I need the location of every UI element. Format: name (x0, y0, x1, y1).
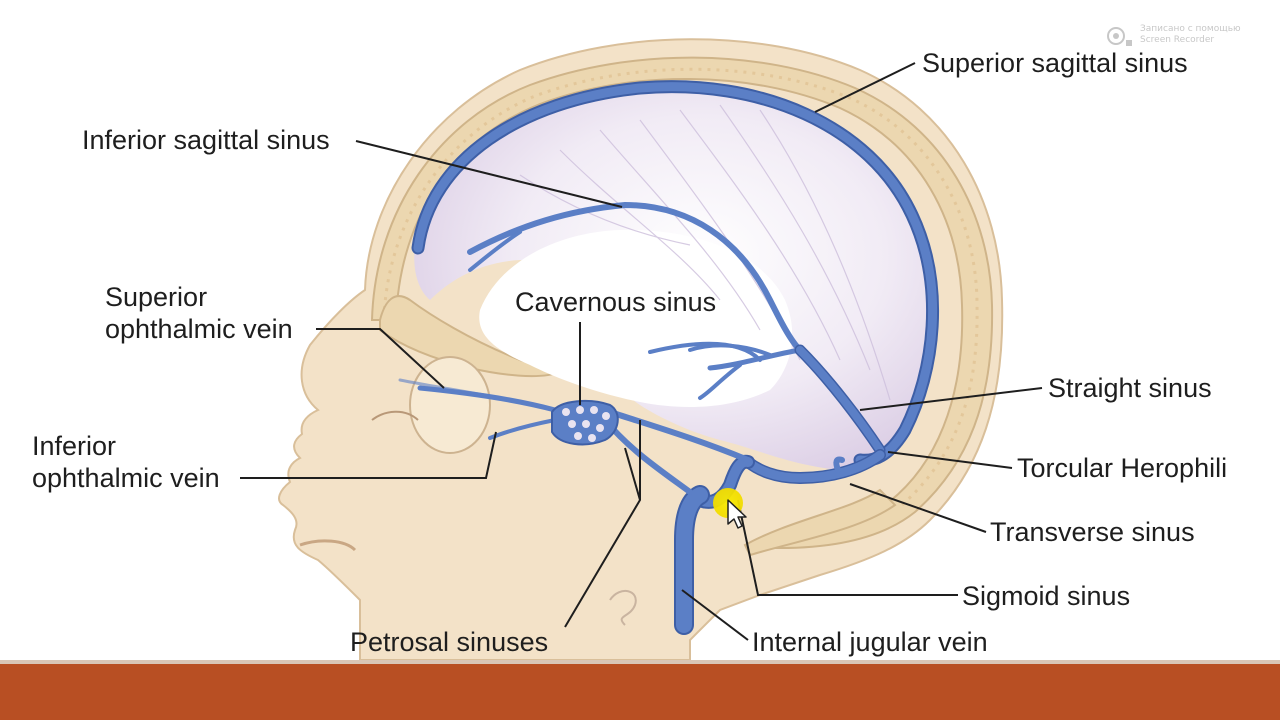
leader-torcular (887, 451, 1013, 469)
label-inferior-ophthalmic-vein-line2: ophthalmic vein (32, 463, 220, 493)
slide-footer-bar (0, 664, 1280, 720)
cavernous-sinus-plexus (551, 400, 619, 446)
leader-internal-jugular (681, 589, 749, 641)
label-inferior-ophthalmic-vein-line1: Inferior (32, 431, 116, 461)
falx-fibers (519, 104, 891, 401)
leader-superior-ophthalmic (316, 328, 445, 389)
label-superior-sagittal-sinus: Superior sagittal sinus (922, 48, 1188, 78)
inferior-sagittal-sinus-branch (468, 230, 522, 272)
leader-petrosal-2 (624, 447, 641, 501)
mouse-pointer-icon (727, 499, 747, 529)
label-sigmoid-sinus: Sigmoid sinus (962, 581, 1130, 611)
label-superior-ophthalmic-vein-line2: ophthalmic vein (105, 314, 293, 344)
leader-sigmoid (737, 499, 958, 596)
inferior-sagittal-sinus-vessel (467, 202, 803, 353)
transverse-sinus-lumen (743, 450, 885, 483)
sigmoid-sinus-lumen (695, 456, 753, 507)
eyelid (371, 410, 419, 421)
label-straight-sinus: Straight sinus (1048, 373, 1212, 403)
leader-straight-sinus (859, 387, 1043, 411)
ear-hint (609, 590, 637, 626)
label-cavernous-sinus: Cavernous sinus (515, 287, 716, 317)
cursor-highlight (713, 488, 747, 529)
deep-cerebral-veins (648, 341, 803, 400)
label-inferior-sagittal-sinus: Inferior sagittal sinus (82, 125, 330, 155)
eyeball (409, 356, 491, 454)
recorder-watermark: Записано с помощью Screen Recorder (1104, 22, 1274, 52)
footer-divider (0, 660, 1280, 664)
superior-sagittal-sinus-lumen (413, 82, 938, 465)
screen-recorder-icon (1107, 27, 1132, 46)
watermark-line1: Записано с помощью (1140, 24, 1241, 34)
occipital-bone (743, 488, 897, 557)
leader-inferior-sagittal (355, 140, 623, 208)
straight-sinus-lumen (796, 346, 884, 454)
leader-transverse (849, 483, 987, 533)
leader-inferior-ophthalmic (240, 431, 497, 479)
nostril (299, 539, 357, 552)
label-superior-ophthalmic-vein-line1: Superior (105, 282, 207, 312)
watermark-line2: Screen Recorder (1140, 35, 1215, 45)
label-internal-jugular-vein: Internal jugular vein (752, 627, 988, 657)
leader-superior-sagittal (814, 62, 916, 113)
label-torcular-herophili: Torcular Herophili (1017, 453, 1227, 483)
superior-ophthalmic-vessel-faint (398, 378, 502, 400)
label-petrosal-sinuses: Petrosal sinuses (350, 627, 548, 657)
diagram-labels: Superior sagittal sinus Inferior sagitta… (32, 48, 1227, 657)
transverse-sinus-branch (833, 456, 845, 473)
skull-diploe (382, 67, 979, 507)
internal-jugular-vein-lumen (676, 487, 708, 633)
label-transverse-sinus: Transverse sinus (990, 517, 1195, 547)
leader-lines (240, 62, 1043, 641)
tentorial-notch (479, 229, 793, 407)
superior-petrosal-sinus (607, 409, 751, 463)
